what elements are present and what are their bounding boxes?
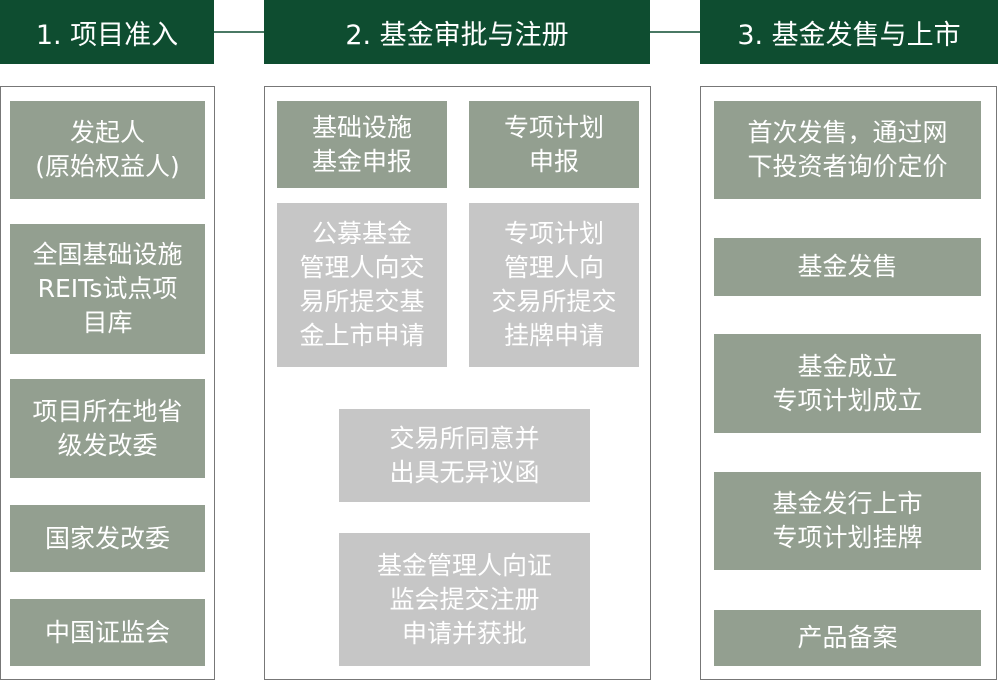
exchange-no-objection-box: 交易所同意并 出具无异议函 — [339, 409, 590, 502]
stage-2-header: 2. 基金审批与注册 — [264, 0, 650, 64]
project-library-box: 全国基础设施 REITs试点项 目库 — [10, 224, 205, 354]
product-filing-box: 产品备案 — [714, 610, 981, 666]
stage-1-header: 1. 项目准入 — [0, 0, 214, 64]
csrc-box: 中国证监会 — [10, 599, 205, 666]
plan-listing-application-box: 专项计划 管理人向 交易所提交 挂牌申请 — [469, 203, 639, 367]
national-ndrc-box: 国家发改委 — [10, 505, 205, 572]
listing-box: 基金发行上市 专项计划挂牌 — [714, 472, 981, 570]
sponsor-box: 发起人 (原始权益人) — [10, 101, 205, 199]
fund-sale-box: 基金发售 — [714, 238, 981, 296]
stage-3-header: 3. 基金发售与上市 — [700, 0, 998, 64]
plan-filing-box: 专项计划 申报 — [469, 101, 639, 188]
provincial-ndrc-box: 项目所在地省 级发改委 — [10, 379, 205, 478]
fund-filing-box: 基础设施 基金申报 — [277, 101, 447, 188]
fund-established-box: 基金成立 专项计划成立 — [714, 334, 981, 433]
initial-offering-box: 首次发售，通过网 下投资者询价定价 — [714, 101, 981, 199]
csrc-registration-box: 基金管理人向证 监会提交注册 申请并获批 — [339, 533, 590, 666]
fund-listing-application-box: 公募基金 管理人向交 易所提交基 金上市申请 — [277, 203, 447, 367]
